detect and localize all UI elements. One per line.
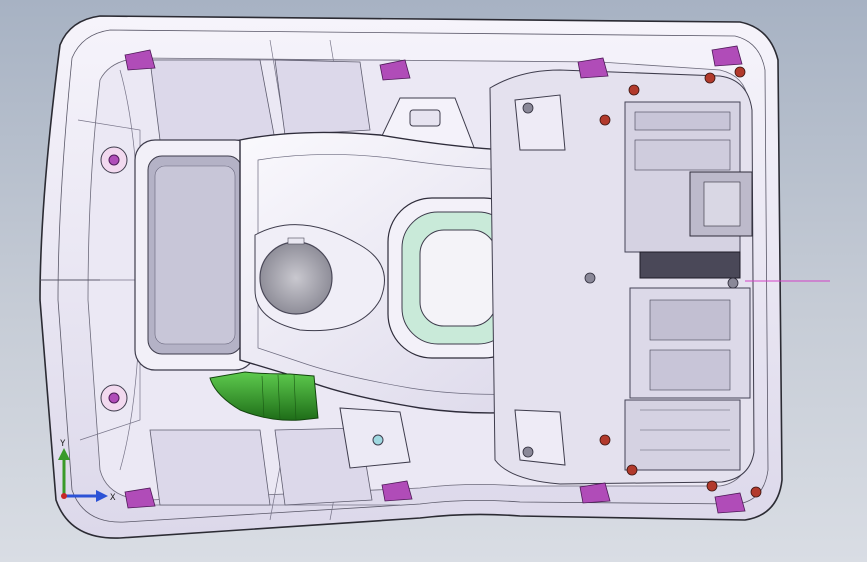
right-electronics-bay <box>489 69 755 485</box>
side-boss-group <box>100 146 128 412</box>
mounting-clip <box>714 492 746 514</box>
mounting-clip <box>579 482 611 504</box>
mounting-clip <box>124 49 156 71</box>
y-axis-label: Y <box>60 439 66 449</box>
screw <box>626 464 638 476</box>
top-bracket-tab <box>409 109 441 127</box>
mounting-clip <box>124 487 156 509</box>
screw <box>704 72 716 84</box>
mounting-clip <box>711 45 743 67</box>
mounting-clip <box>381 480 413 502</box>
left-vent-opening <box>134 139 256 371</box>
x-axis-arrowhead <box>96 490 108 502</box>
mounting-clip-group <box>124 45 746 514</box>
housing-rim <box>57 29 769 523</box>
gray-screw-group <box>522 102 739 458</box>
mounting-clip <box>379 59 411 81</box>
screw <box>734 66 746 78</box>
screw <box>706 480 718 492</box>
screw <box>599 114 611 126</box>
orientation-triad[interactable]: Y X <box>44 438 124 518</box>
z-axis-dot <box>61 493 67 499</box>
green-hose <box>209 371 319 421</box>
y-axis-arrowhead <box>58 448 70 460</box>
screw <box>599 434 611 446</box>
screw <box>750 486 762 498</box>
circular-port <box>254 224 385 332</box>
mounting-clip <box>577 57 609 79</box>
red-screw-group <box>599 66 762 498</box>
screw <box>628 84 640 96</box>
x-axis-label: X <box>110 493 116 503</box>
